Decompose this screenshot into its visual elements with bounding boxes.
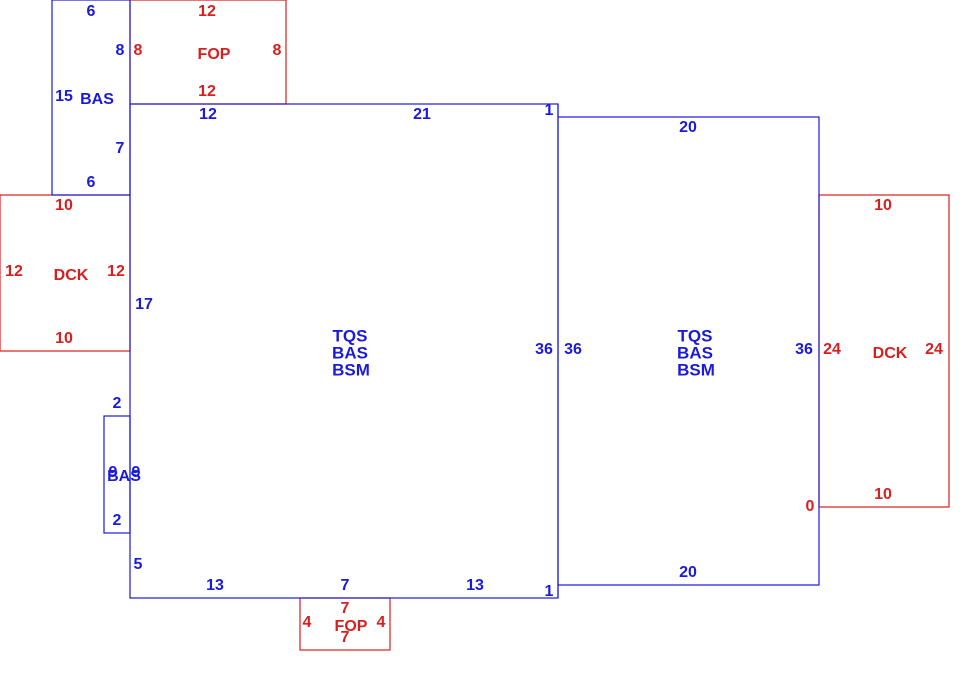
- bas-upper-left-dim: 15: [55, 88, 73, 105]
- fop-bottom-right-dim: 4: [377, 614, 386, 631]
- main-left-top-dim-2: 21: [413, 106, 431, 123]
- main-right-outline: [557, 116, 820, 586]
- bas-lower-bottom-dim: 2: [113, 512, 122, 529]
- main-left-bottom-dim-4: 1: [545, 583, 554, 600]
- dck-right-left-dim: 24: [823, 341, 841, 358]
- bas-lower-left-dim: 9: [109, 464, 118, 481]
- main-right-code-3: BSM: [677, 360, 715, 379]
- dck-right-bottom-dim: 10: [874, 486, 892, 503]
- bas-upper-outline: [51, 0, 131, 196]
- bas-upper-right-dim-upper: 8: [116, 42, 125, 59]
- main-right-code-1: TQS: [678, 326, 713, 345]
- fop-bottom-code: FOP: [335, 618, 368, 635]
- dck-left-code: DCK: [54, 267, 89, 284]
- main-left-right-dim: 36: [535, 341, 553, 358]
- main-left-left-dim-1: 17: [135, 296, 153, 313]
- main-left-bottom-dim-3: 13: [466, 577, 484, 594]
- bas-upper-bottom-dim: 6: [87, 174, 96, 191]
- bas-lower-code: BAS: [107, 468, 141, 485]
- main-left-left-dim-3: 5: [134, 556, 143, 573]
- main-left-bottom-dim-2: 7: [341, 577, 350, 594]
- fop-top-right-dim: 8: [273, 42, 282, 59]
- bas-lower-right-dim: 9: [132, 464, 141, 481]
- bas-upper-top-dim: 6: [87, 3, 96, 20]
- main-right-left-dim: 36: [564, 341, 582, 358]
- fop-bottom-left-dim: 4: [303, 614, 312, 631]
- fop-top-bottom-dim: 12: [198, 83, 216, 100]
- dck-left-right-dim: 12: [107, 263, 125, 280]
- main-right-top-dim: 20: [679, 119, 697, 136]
- main-left-top-dim-3: 1: [545, 102, 554, 119]
- main-right-bottom-dim: 20: [679, 564, 697, 581]
- dck-right-corner-dim: 0: [806, 498, 815, 515]
- dck-left-left-dim: 12: [5, 263, 23, 280]
- main-left-code-2: BAS: [332, 343, 368, 362]
- dck-right-code: DCK: [873, 345, 908, 362]
- fop-top-left-dim: 8: [134, 42, 143, 59]
- dck-left-bottom-dim: 10: [55, 330, 73, 347]
- dck-right-top-dim: 10: [874, 197, 892, 214]
- bas-upper-code: BAS: [80, 91, 114, 108]
- main-left-bottom-dim-1: 13: [206, 577, 224, 594]
- main-left-code-1: TQS: [333, 326, 368, 345]
- fop-bottom-top-dim: 7: [341, 600, 350, 617]
- bas-lower-top-dim: 2: [113, 395, 122, 412]
- main-left-top-dim-1: 12: [199, 106, 217, 123]
- fop-top-code: FOP: [198, 46, 231, 63]
- bas-upper-right-dim-lower: 7: [116, 140, 125, 157]
- bas-lower-outline: [103, 415, 131, 534]
- fop-bottom-bottom-dim: 7: [341, 629, 350, 646]
- dck-left-top-dim: 10: [55, 197, 73, 214]
- fop-top-top-dim: 12: [198, 3, 216, 20]
- dck-right-right-dim: 24: [925, 341, 943, 358]
- main-left-code-3: BSM: [332, 360, 370, 379]
- main-right-code-2: BAS: [677, 343, 713, 362]
- main-right-right-dim: 36: [795, 341, 813, 358]
